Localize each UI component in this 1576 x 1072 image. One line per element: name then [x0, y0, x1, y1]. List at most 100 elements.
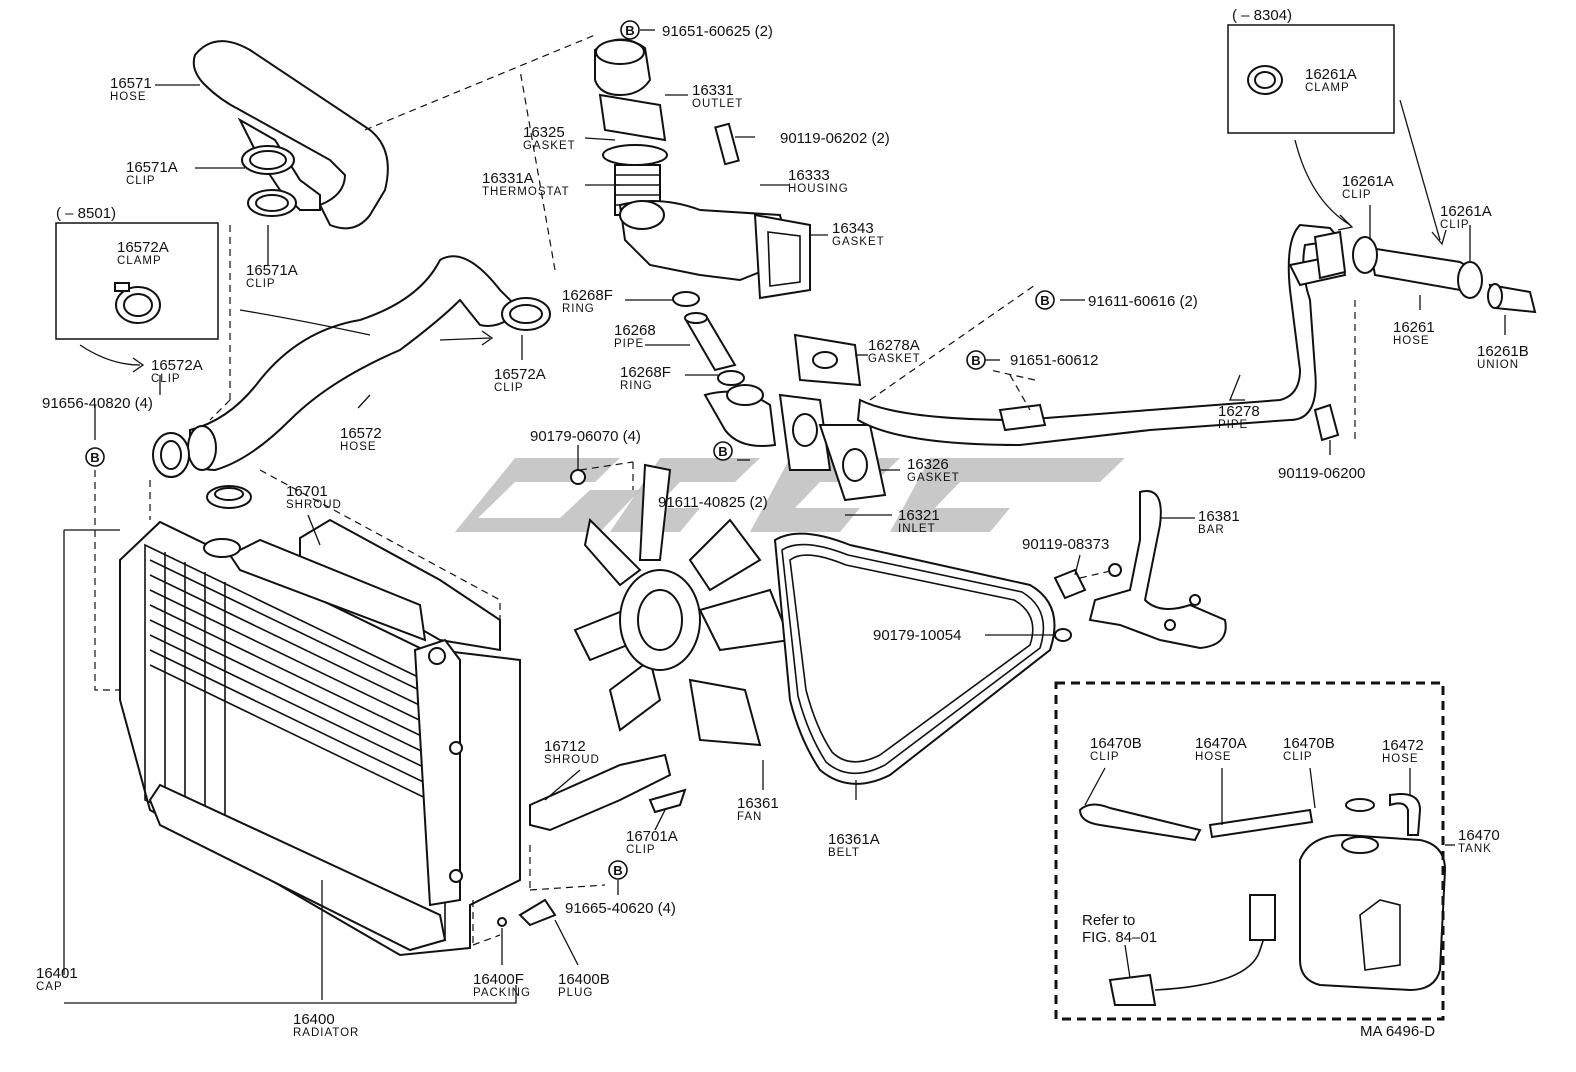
svg-text:16278: 16278: [1218, 403, 1260, 420]
svg-text:16400: 16400: [293, 1011, 335, 1028]
belt-16361A: [773, 532, 1056, 785]
svg-text:16572: 16572: [340, 425, 382, 442]
b-marker-91665: B: [608, 860, 628, 880]
svg-text:FIG. 84–01: FIG. 84–01: [1082, 929, 1157, 946]
svg-text:16401: 16401: [36, 965, 78, 982]
radiator-illustration: [119, 485, 521, 957]
callout-16268: 16268 PIPE: [614, 322, 656, 350]
svg-text:INLET: INLET: [898, 523, 936, 535]
callout-16401: 16401 CAP: [36, 965, 78, 993]
svg-text:91611-40825 (2): 91611-40825 (2): [658, 494, 768, 511]
svg-text:90119-06202 (2): 90119-06202 (2): [780, 130, 890, 147]
svg-text:GASKET: GASKET: [868, 353, 921, 365]
callout-16261A-middle: 16261A CLIP: [1342, 173, 1394, 201]
svg-text:OUTLET: OUTLET: [692, 98, 743, 110]
callout-16331A: 16331A THERMOSTAT: [482, 170, 569, 198]
svg-text:CLAMP: CLAMP: [117, 255, 162, 267]
svg-text:16321: 16321: [898, 507, 940, 524]
svg-text:16712: 16712: [544, 738, 586, 755]
svg-text:16331: 16331: [692, 82, 734, 99]
svg-text:16343: 16343: [832, 220, 874, 237]
svg-text:16325: 16325: [523, 124, 565, 141]
callout-16571: 16571 HOSE: [110, 75, 152, 103]
svg-text:HOSE: HOSE: [110, 91, 147, 103]
inlet-and-gaskets: [778, 333, 887, 502]
inset-clamp-16261A: [1247, 65, 1283, 95]
b-marker-91651a: B: [620, 20, 640, 40]
svg-text:GASKET: GASKET: [832, 236, 885, 248]
svg-text:BELT: BELT: [828, 847, 860, 859]
callout-16325: 16325 GASKET: [523, 124, 575, 152]
svg-text:HOSE: HOSE: [1195, 751, 1232, 763]
callout-16712: 16712 SHROUD: [544, 738, 599, 766]
svg-text:RING: RING: [562, 303, 595, 315]
svg-text:16400F: 16400F: [473, 971, 524, 988]
svg-text:91656-40820 (4): 91656-40820 (4): [42, 395, 153, 412]
svg-text:CLIP: CLIP: [151, 373, 181, 385]
svg-text:16326: 16326: [907, 456, 949, 473]
callout-91611-40825: 91611-40825 (2): [658, 494, 768, 511]
callout-90119-08373: 90119-08373: [1022, 536, 1109, 553]
svg-text:HOUSING: HOUSING: [788, 183, 849, 195]
svg-text:91611-60616 (2): 91611-60616 (2): [1088, 293, 1198, 310]
svg-text:16701A: 16701A: [626, 828, 678, 845]
lower-hose-16572: [152, 255, 551, 478]
svg-text:16572A: 16572A: [494, 366, 546, 383]
svg-text:HOSE: HOSE: [1382, 753, 1419, 765]
svg-text:16571A: 16571A: [126, 159, 178, 176]
bar-16381: [1053, 403, 1340, 650]
callout-16701: 16701 SHROUD: [286, 483, 342, 511]
reserve-tank-group-box: [1054, 681, 1445, 1021]
svg-text:16470B: 16470B: [1090, 735, 1142, 752]
callout-16572A-middle: 16572A CLIP: [494, 366, 546, 394]
svg-text:PIPE: PIPE: [1218, 419, 1248, 431]
svg-text:16470: 16470: [1458, 827, 1500, 844]
svg-text:CLIP: CLIP: [1342, 189, 1372, 201]
svg-text:16571: 16571: [110, 75, 152, 92]
callout-91651-60612: 91651-60612: [1010, 352, 1098, 369]
svg-text:CAP: CAP: [36, 981, 63, 993]
svg-text:B: B: [625, 23, 634, 38]
upper-hose-16571: [192, 40, 389, 230]
callout-16261B: 16261B UNION: [1477, 343, 1529, 371]
callout-16331: 16331 OUTLET: [692, 82, 743, 110]
callout-16268F-bottom: 16268F RING: [620, 364, 671, 392]
callout-16278: 16278 PIPE: [1218, 403, 1260, 431]
svg-text:16278A: 16278A: [868, 337, 920, 354]
callout-16268F-top: 16268F RING: [562, 287, 613, 315]
svg-text:CLIP: CLIP: [1090, 751, 1120, 763]
svg-text:B: B: [971, 353, 980, 368]
direction-arrows: [79, 99, 1447, 373]
svg-text:16381: 16381: [1198, 508, 1240, 525]
inset-clamp-16572A: [114, 282, 161, 324]
fan-16361: [573, 463, 792, 747]
svg-text:90119-06200: 90119-06200: [1278, 465, 1365, 482]
svg-text:16333: 16333: [788, 167, 830, 184]
svg-text:16470A: 16470A: [1195, 735, 1247, 752]
svg-text:90119-08373: 90119-08373: [1022, 536, 1109, 553]
callout-90179-06070: 90179-06070 (4): [530, 428, 641, 445]
pipe-16278: [856, 223, 1347, 447]
svg-text:BAR: BAR: [1198, 524, 1225, 536]
svg-text:16472: 16472: [1382, 737, 1424, 754]
callout-16400: 16400 RADIATOR: [293, 1011, 358, 1039]
pipe-16268-and-rings: [672, 291, 777, 447]
callout-16572A-box: 16572A CLAMP: [117, 239, 169, 267]
svg-text:B: B: [613, 863, 622, 878]
svg-text:HOSE: HOSE: [1393, 335, 1430, 347]
svg-text:CLIP: CLIP: [246, 278, 276, 290]
callout-16333: 16333 HOUSING: [788, 167, 849, 195]
callout-91651-60625: 91651-60625 (2): [662, 23, 773, 40]
svg-text:CLAMP: CLAMP: [1305, 82, 1350, 94]
svg-text:PLUG: PLUG: [558, 987, 593, 999]
svg-text:Refer to: Refer to: [1082, 912, 1135, 929]
callout-16701A: 16701A CLIP: [626, 828, 678, 856]
svg-text:B: B: [1040, 293, 1049, 308]
svg-text:16470B: 16470B: [1283, 735, 1335, 752]
svg-text:16361: 16361: [737, 795, 779, 812]
svg-text:SHROUD: SHROUD: [286, 499, 342, 511]
b-marker-91656: B: [85, 447, 105, 467]
svg-text:16261A: 16261A: [1305, 66, 1357, 83]
svg-text:16261B: 16261B: [1477, 343, 1529, 360]
